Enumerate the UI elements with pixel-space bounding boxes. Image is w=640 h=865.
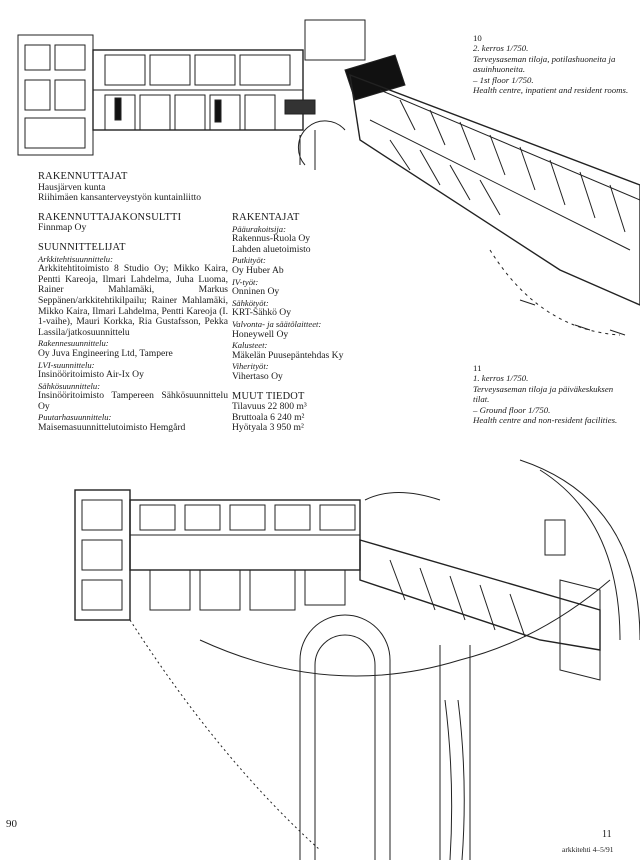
credit-label: Pääurakoitsija: (232, 223, 286, 234)
credit-label: LVI-suunnittelu: (38, 359, 95, 370)
heading-rakennuttajat: RAKENNUTTAJAT (38, 171, 128, 182)
caption-line: – 1st floor 1/750. (473, 74, 534, 85)
credit-label: IV-työt: (232, 276, 259, 287)
credit-line: KRT-Sähkö Oy (232, 307, 292, 319)
caption-line: Health centre, inpatient and resident ro… (473, 85, 629, 96)
credit-text: Maisemasuunnittelutoimisto Hemgård (38, 422, 186, 434)
caption-line: Health centre and non-resident facilitie… (473, 415, 618, 426)
heading-suunnittelijat: SUUNNITTELIJAT (38, 241, 126, 253)
caption-figure-11: 11 1. kerros 1/750. Terveysaseman tiloja… (473, 363, 628, 425)
credits-right-column: RAKENTAJAT Pääurakoitsija: Rakennus-Ruol… (232, 212, 402, 434)
credit-text: Insinööritoimisto Tampereen Sähkösuunnit… (38, 390, 228, 412)
credit-text: Oy Juva Engineering Ltd, Tampere (38, 347, 173, 359)
caption-line: – Ground floor 1/750. (473, 404, 551, 415)
ground-floor-plan (74, 459, 640, 861)
figure-number: 10 (473, 33, 482, 43)
credit-label: Sähkötyöt: (232, 297, 269, 308)
caption-figure-10: 10 2. kerros 1/750. Terveysaseman tiloja… (473, 33, 638, 95)
credit-line: Honeywell Oy (232, 328, 289, 340)
credit-label: Rakennesuunnittelu: (38, 338, 109, 349)
credit-label: Valvonta- ja säätölaitteet: (232, 318, 322, 329)
credit-line: Rakennus-Ruola Oy (232, 233, 311, 245)
credit-line: Onninen Oy (232, 286, 280, 298)
magazine-footer: arkkitehti 4–5/91 (562, 845, 614, 854)
credit-label: Kalusteet: (232, 340, 268, 351)
credit-line: Hyötyala 3 950 m² (232, 422, 304, 434)
credit-text: Insinööritoimisto Air-Ix Oy (38, 369, 144, 381)
first-floor-plan (17, 19, 640, 336)
credit-label: Arkkitehtisuunnittelu: (38, 253, 113, 264)
credit-label: Viherityöt: (232, 361, 269, 372)
page-number-right: 11 (602, 829, 612, 840)
credit-line: Tilavuus 22 800 m³ (232, 401, 307, 413)
credit-line: Vihertaso Oy (232, 370, 283, 382)
heading-rakentajat: RAKENTAJAT (232, 212, 300, 223)
page-number-left: 90 (6, 818, 17, 830)
credit-line: Mäkelän Puusepäntehdas Ky (232, 349, 344, 361)
heading-muut-tiedot: MUUT TIEDOT (232, 390, 305, 402)
figure-number: 11 (473, 363, 482, 373)
credit-label: Putkityöt: (232, 255, 266, 266)
caption-line: 1. kerros 1/750. (473, 373, 529, 384)
credit-label: Sähkösuunnittelu: (38, 380, 101, 391)
caption-line: Terveysaseman tiloja, potilashuoneita ja… (473, 53, 616, 75)
credit-label: Puutarhasuunnittelu: (38, 412, 112, 423)
credits-left-column: RAKENNUTTAJAT Hausjärven kunta Riihimäen… (38, 171, 228, 434)
heading-konsultti: RAKENNUTTAJAKONSULTTI (38, 211, 182, 223)
caption-line: Terveysaseman tiloja ja päiväkeskuksen t… (473, 383, 614, 405)
credit-line: Bruttoala 6 240 m² (232, 411, 305, 423)
credit-line: Lahden aluetoimisto (232, 243, 311, 255)
credit-line: Finnmap Oy (38, 222, 87, 234)
credit-line: Hausjärven kunta (38, 181, 106, 193)
credit-text: Arkkitehtitoimisto 8 Studio Oy; Mikko Ka… (38, 263, 228, 338)
credit-line: Riihimäen kansanterveystyön kuntainliitt… (38, 192, 202, 204)
credit-line: Oy Huber Ab (232, 264, 284, 276)
caption-line: 2. kerros 1/750. (473, 43, 529, 54)
